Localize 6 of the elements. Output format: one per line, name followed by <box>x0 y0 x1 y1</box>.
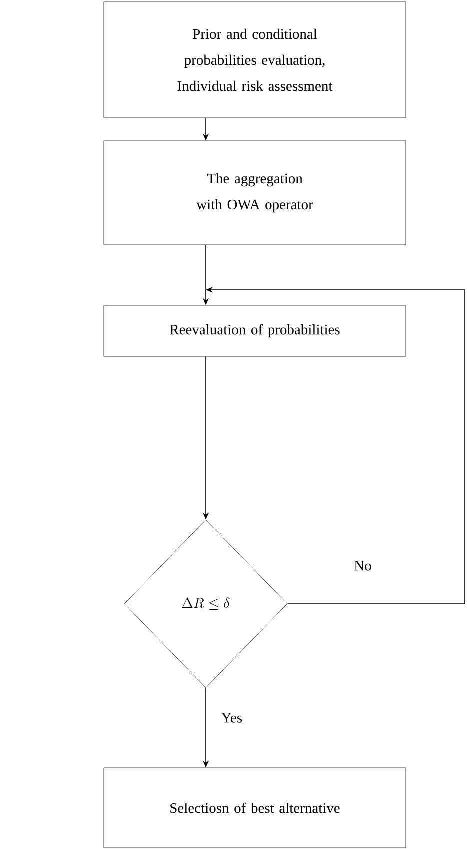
process-box: Selectiosn of best alternative <box>104 768 406 848</box>
process-box: Reevaluation of probabilities <box>104 305 406 357</box>
edge-label: No <box>353 560 373 572</box>
process-box: The aggregation with OWA operator <box>104 140 406 246</box>
edge-label: Yes <box>220 712 244 724</box>
process-box: Prior and conditional probabilities evaluation, Individual risk assessment <box>104 2 406 118</box>
